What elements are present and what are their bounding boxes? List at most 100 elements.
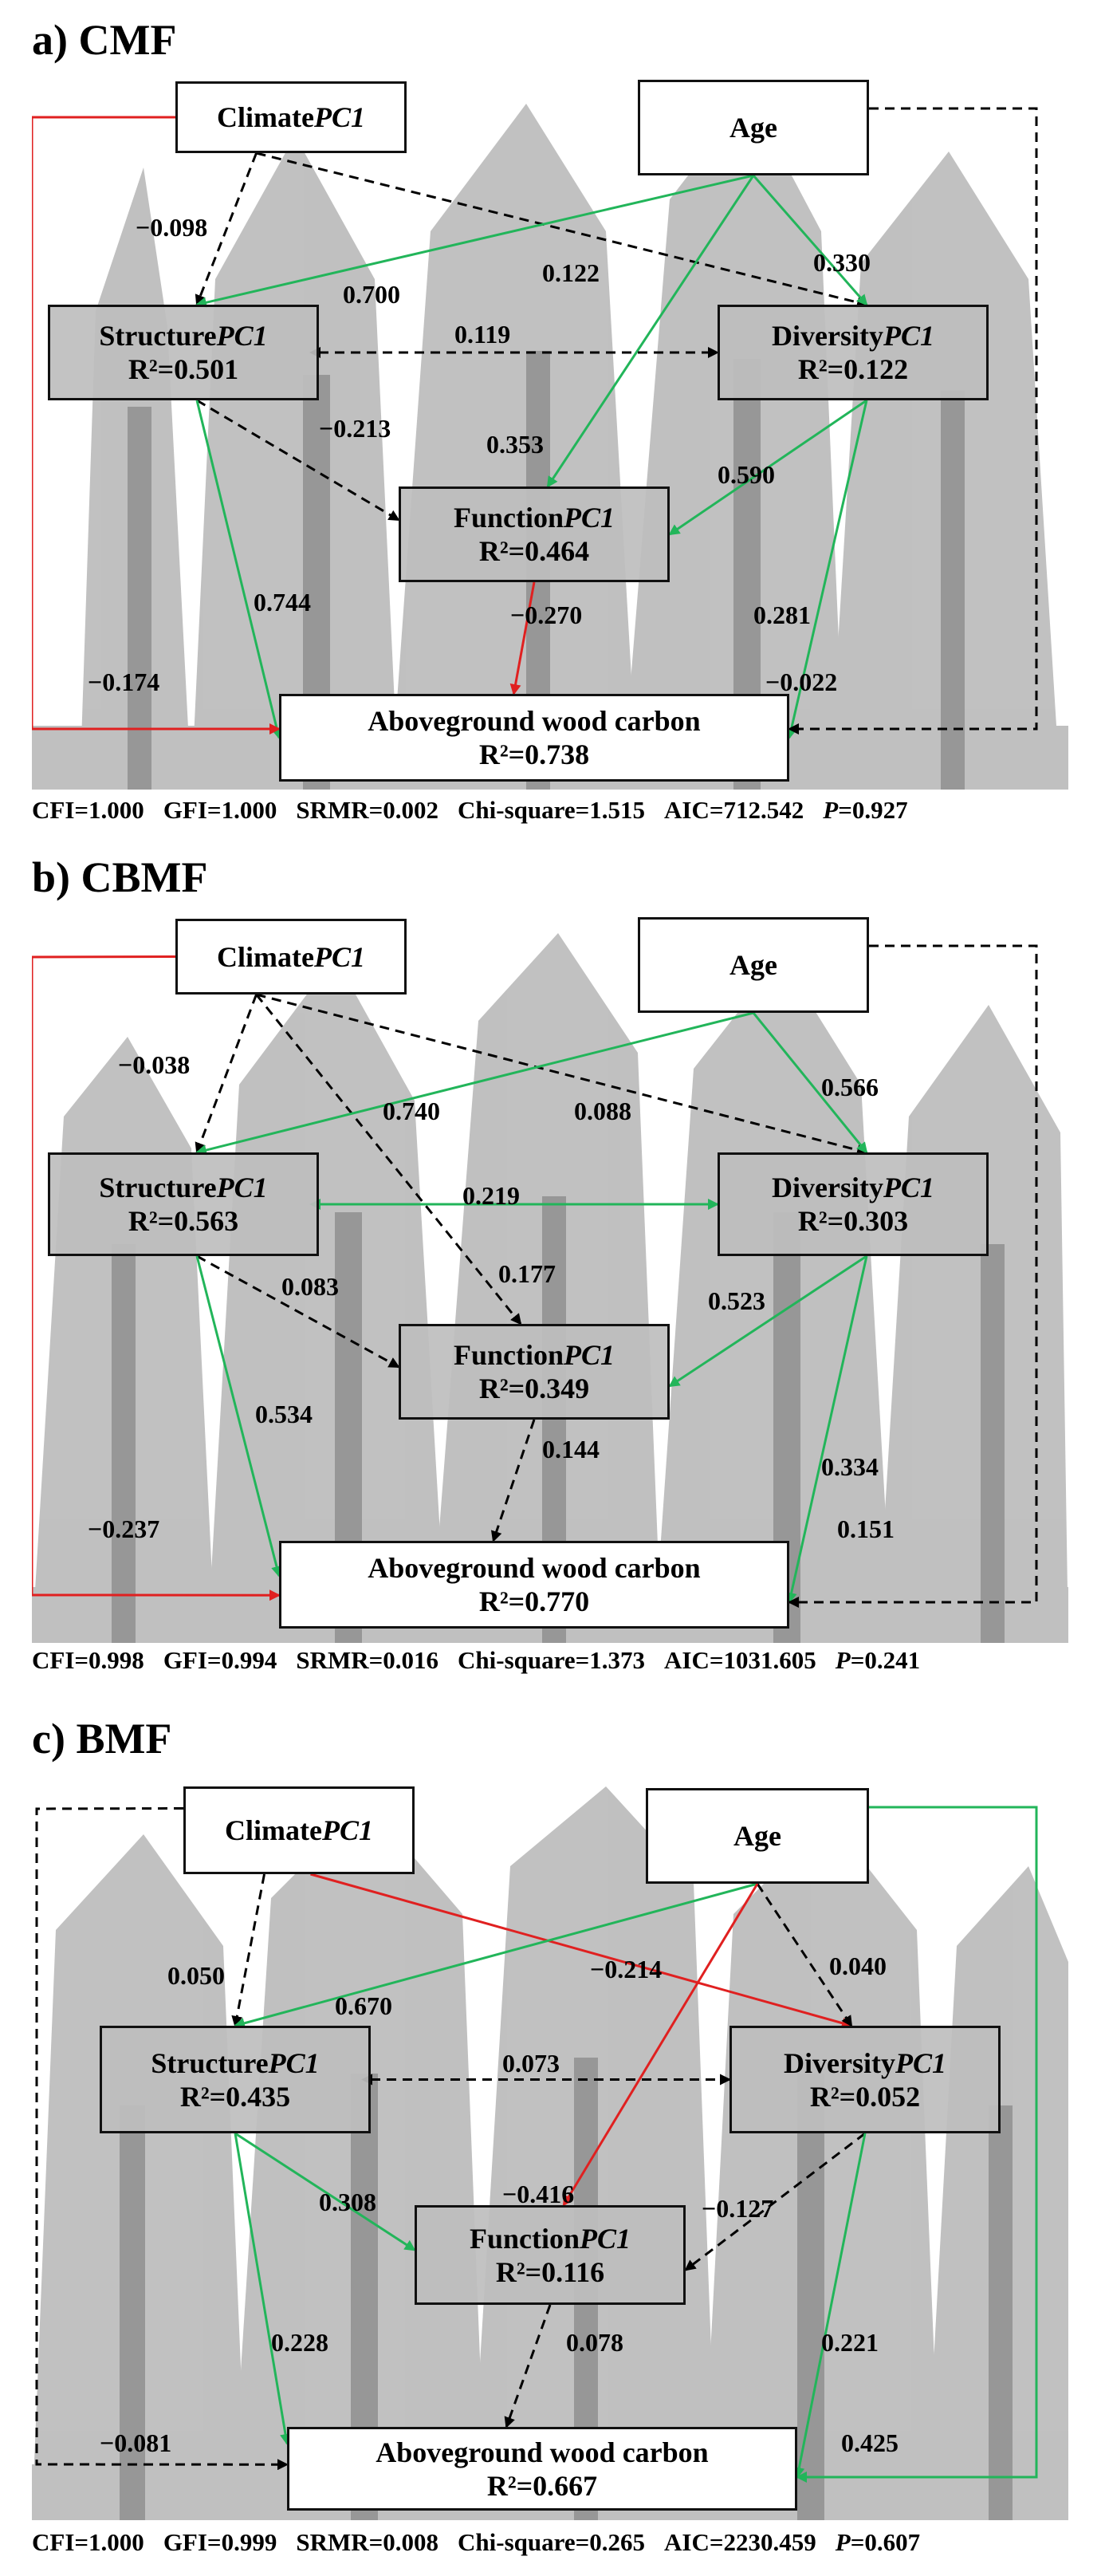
coef-func-carbon: −0.270 [510,601,583,629]
coef-div-func: −0.127 [702,2194,774,2223]
age-node: Age [646,1788,869,1884]
path-func-carbon [490,1419,536,1542]
climate-node-label: Climate [217,101,314,133]
forest-silhouette-background [32,1771,1068,2520]
panel-c-title: c) BMF [32,1715,172,1763]
diversity-node-label: Diversity [772,320,883,352]
path-clim-carbon [35,1807,289,2471]
coef-struct-carbon: 0.744 [254,588,311,616]
function-node-r2: R²=0.116 [495,2255,605,2288]
diversity-node-r2: R²=0.303 [797,1205,909,1237]
structure-node-label: Structure [151,2046,269,2079]
coef-struct-func: −0.213 [319,414,391,443]
coef-age-div: 0.566 [821,1073,879,1101]
coef-age-carbon: −0.022 [765,668,838,696]
panel-c-paths [35,1806,1038,2483]
path-struct-func [196,399,400,522]
carbon-node-label: Aboveground wood carbon [376,2436,709,2468]
path-clim-struct [195,152,258,306]
fit-gfi: GFI=0.994 [163,1646,277,1674]
fit-chi-square: Chi-square=1.373 [458,1646,646,1674]
path-clim-div [256,993,868,1156]
fit-cfi: CFI=1.000 [32,796,144,824]
path-div-carbon [785,400,868,739]
carbon-node-label: Aboveground wood carbon [368,1552,701,1584]
structure-node-r2: R²=0.501 [128,353,239,385]
path-age-div [752,175,868,306]
path-div-carbon [793,2133,867,2479]
path-struct-carbon [195,400,282,739]
coef-struct-func: 0.308 [319,2188,376,2216]
path-clim-div [310,1873,853,2029]
path-func-carbon [504,2304,552,2428]
fit-chi-square: Chi-square=0.265 [458,2528,646,2556]
path-age-struct [234,1882,758,2029]
fit-cfi: CFI=0.998 [32,1646,144,1674]
coef-age-struct: 0.700 [343,280,400,309]
path-age-div [752,1012,868,1154]
path-clim-struct [195,994,258,1154]
diversity-node-r2: R²=0.052 [809,2080,921,2113]
path-clim-div [256,152,868,308]
function-node-label: Function [453,502,564,534]
path-struct-func [196,1255,400,1369]
coef-div-carbon: 0.281 [753,601,811,629]
path-age-struct [195,174,754,309]
path-struct-carbon [234,2133,291,2445]
panel-b-paths [32,944,1038,1608]
path-age-carbon [788,944,1038,1608]
path-age-carbon [788,107,1038,735]
path-age-carbon [796,1806,1038,2483]
coef-struct-carbon: 0.228 [271,2328,328,2357]
path-func-carbon [509,581,536,695]
carbon-node-label: Aboveground wood carbon [368,705,701,737]
coef-clim-div: 0.088 [574,1097,631,1125]
structure-node-pc-label: PC1 [268,2046,320,2079]
fit-srmr: SRMR=0.008 [296,2528,439,2556]
age-node: Age [638,917,869,1013]
fit-aic: AIC=712.542 [664,796,804,824]
coef-age-struct: 0.740 [383,1097,440,1125]
climate-node-label: Climate [217,940,314,973]
coef-struct-carbon: 0.534 [255,1400,313,1428]
fit-srmr: SRMR=0.002 [296,796,439,824]
path-age-struct [195,1011,754,1156]
diversity-node-pc-label: PC1 [883,320,934,352]
panel-b-title: b) CBMF [32,853,208,901]
coef-clim-carbon: −0.174 [88,668,160,696]
path-clim-func [255,994,522,1325]
path-struct-func [234,2132,416,2251]
fit-p-value: P=0.241 [835,1646,921,1674]
coef-func-carbon: 0.144 [542,1435,600,1463]
fit-aic: AIC=1031.605 [664,1646,816,1674]
climate-node-pc-label: PC1 [313,940,365,973]
structure-node-r2: R²=0.563 [128,1205,239,1237]
climate-node-pc-label: PC1 [321,1814,373,1846]
climate-node-pc-label: PC1 [313,101,365,133]
coef-struct-div: 0.219 [462,1181,520,1210]
function-node-label: Function [469,2222,580,2255]
climate-node: ClimatePC1 [175,919,407,995]
structure-node-pc-label: PC1 [216,1172,268,1203]
path-div-carbon [785,1255,868,1604]
coef-clim-struct: −0.038 [118,1050,191,1079]
coef-age-carbon: 0.151 [837,1514,895,1543]
coef-struct-div: 0.073 [502,2049,560,2078]
path-div-func [668,1255,867,1388]
diversity-node-pc-label: PC1 [895,2046,946,2079]
fit-gfi: GFI=0.999 [163,2528,277,2556]
coef-clim-div: −0.214 [590,1955,663,1983]
path-div-func [684,2132,866,2271]
structure-node-label: Structure [99,1172,217,1203]
